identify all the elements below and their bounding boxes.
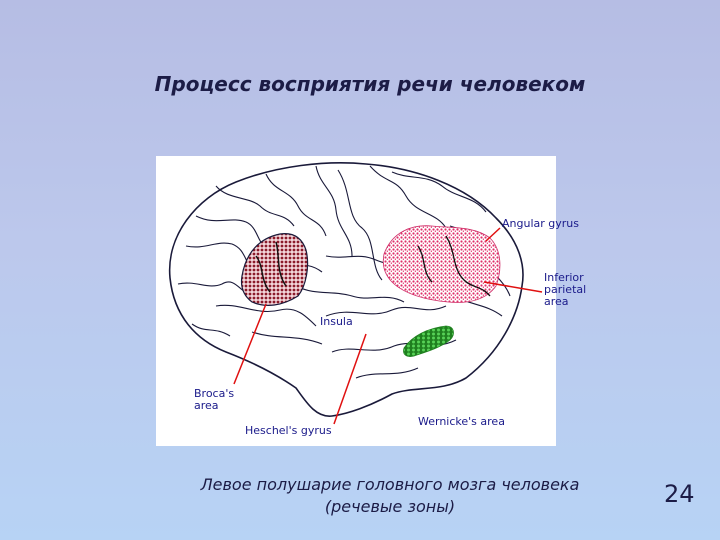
- page-number: 24: [664, 480, 695, 508]
- label-heschels-gyrus: Heschel's gyrus: [245, 424, 332, 437]
- label-brocas-area: Broca's area: [194, 387, 235, 412]
- leader-inferior-parietal: [483, 281, 543, 293]
- leader-lines: [233, 227, 543, 425]
- slide-title: Процесс восприятия речи человеком: [154, 72, 586, 96]
- label-insula: Insula: [320, 315, 353, 328]
- label-wernickes-area: Wernicke's area: [418, 415, 505, 428]
- brain-diagram: Angular gyrus Inferior parietal area Ins…: [156, 156, 586, 446]
- slide-caption: Левое полушарие головного мозга человека…: [150, 474, 630, 518]
- brain-illustration: [156, 156, 556, 446]
- leader-heschel: [333, 333, 367, 425]
- angular-gyrus-region: [382, 225, 501, 303]
- leader-broca: [233, 303, 267, 385]
- leader-angular: [485, 227, 501, 242]
- broca-sulci: [255, 241, 287, 293]
- label-angular-gyrus: Angular gyrus: [502, 217, 579, 230]
- caption-line-2: (речевые зоны): [324, 497, 456, 516]
- caption-line-1: Левое полушарие головного мозга человека: [200, 475, 580, 494]
- label-inferior-parietal: Inferior parietal area: [544, 271, 587, 308]
- angular-sulci: [417, 235, 491, 297]
- brocas-area-region: [240, 233, 309, 306]
- wernickes-area-region: [403, 325, 454, 357]
